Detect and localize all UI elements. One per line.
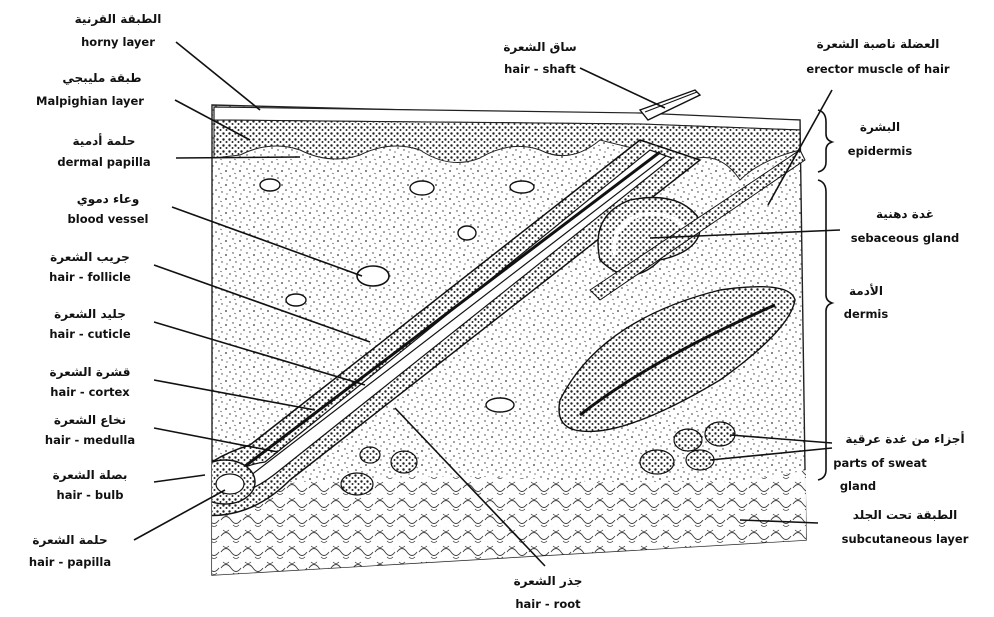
erector-muscle-en: erector muscle of hair [806,62,950,76]
dermal-papilla-ar: حلمة أدمية [73,133,136,148]
sweat-gland-en-2: gland [840,479,876,493]
hair-papilla-shape [216,474,244,494]
label-hair-bulb: بصلة الشعرة hair - bulb [53,468,128,502]
label-sweat-gland: أجزاء من غدة عرقية parts of sweat gland [833,431,964,493]
malpighian-layer-ar: طبقة مليبجي [62,71,141,85]
hair-root-en: hair - root [515,597,581,611]
label-hair-cuticle: جليد الشعرة hair - cuticle [49,307,131,341]
epidermis-en: epidermis [848,144,913,158]
erector-muscle-ar: العضلة ناصبة الشعرة [817,37,940,51]
hair-follicle-en: hair - follicle [49,270,131,284]
hair-papilla-en: hair - papilla [29,555,111,569]
subcutaneous-layer-ar: الطبقة تحت الجلد [853,508,957,522]
epidermis-ar: البشرة [860,120,900,134]
blood-vessel-ar: وعاء دموي [77,192,140,207]
dermis-ar: الأدمة [849,283,883,298]
label-dermis: الأدمة dermis [844,283,889,321]
label-subcutaneous-layer: الطبقة تحت الجلد subcutaneous layer [842,508,969,546]
label-dermal-papilla: حلمة أدمية dermal papilla [57,133,150,169]
label-blood-vessel: وعاء دموي blood vessel [68,192,149,226]
hair-bulb-en: hair - bulb [57,488,124,502]
sweat-gland-ar: أجزاء من غدة عرقية [845,431,964,446]
dermal-papilla-en: dermal papilla [57,155,150,169]
hair-follicle-ar: جريب الشعرة [50,250,130,264]
label-horny-layer: الطبقة القرنية horny layer [75,12,162,49]
hair-medulla-en: hair - medulla [45,433,135,447]
label-hair-follicle: جريب الشعرة hair - follicle [49,250,131,284]
label-hair-medulla: نخاع الشعرة hair - medulla [45,413,135,447]
horny-layer-ar: الطبقة القرنية [75,12,162,26]
hair-papilla-ar: حلمة الشعرة [32,533,107,547]
blood-vessel-en: blood vessel [68,212,149,226]
label-hair-cortex: قشرة الشعرة hair - cortex [50,365,131,399]
hair-cuticle-en: hair - cuticle [49,327,131,341]
hair-bulb-ar: بصلة الشعرة [53,468,128,482]
hair-cortex-en: hair - cortex [50,385,130,399]
label-epidermis: البشرة epidermis [848,120,913,158]
subcutaneous-layer-en: subcutaneous layer [842,532,969,546]
malpighian-layer-en: Malpighian layer [36,94,144,108]
label-erector-muscle: العضلة ناصبة الشعرة erector muscle of ha… [806,37,950,76]
label-hair-shaft: ساق الشعرة hair - shaft [503,40,576,76]
hair-shaft-ar: ساق الشعرة [503,40,576,54]
label-malpighian-layer: طبقة مليبجي Malpighian layer [36,71,144,108]
hair-root-ar: جذر الشعرة [514,574,583,588]
label-hair-root: جذر الشعرة hair - root [514,574,583,611]
dermis-en: dermis [844,307,889,321]
hair-cortex-ar: قشرة الشعرة [50,365,131,379]
label-sebaceous-gland: غدة دهنية sebaceous gland [851,207,960,245]
hair-cuticle-ar: جليد الشعرة [54,307,126,321]
hair-shaft-en: hair - shaft [504,62,576,76]
dermis-bracket [818,180,832,480]
sebaceous-gland-en: sebaceous gland [851,231,960,245]
hair-medulla-ar: نخاع الشعرة [54,413,126,427]
horny-layer-en: horny layer [81,35,155,49]
epidermis-bracket [818,110,832,172]
sweat-gland-en-1: parts of sweat [833,456,927,470]
label-hair-papilla: حلمة الشعرة hair - papilla [29,533,111,569]
subcutaneous-zone [212,470,806,575]
sebaceous-gland-ar: غدة دهنية [876,207,934,221]
